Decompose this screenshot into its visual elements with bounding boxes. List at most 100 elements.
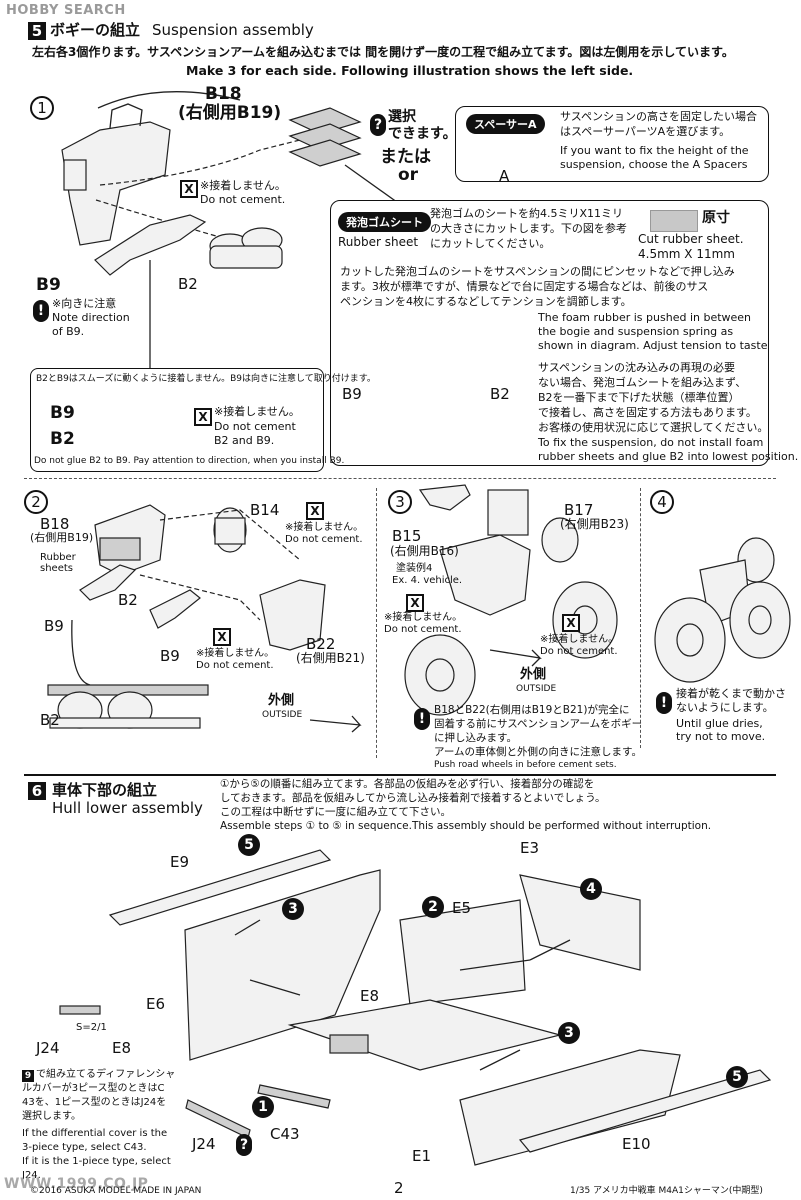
s3-label-b17: B17: [564, 501, 594, 519]
s3-no-cement-icon-2: X: [562, 614, 580, 632]
spacer-pill: スペーサーA: [466, 114, 545, 134]
s2-no-cement-jp: ※接着しません。: [285, 522, 364, 533]
actual-size-jp: 原寸: [702, 210, 730, 226]
s2-label-b18-right: (右側用B19): [30, 531, 94, 544]
label-e10: E10: [622, 1135, 651, 1153]
no-cement-icon-lower: X: [194, 408, 212, 426]
diff-note-jp-3: 43を、1ピース型のときはJ24を: [22, 1097, 167, 1108]
select-jp-2: できます。: [388, 126, 457, 142]
label-e6: E6: [146, 995, 166, 1013]
watermark-top: HOBBY SEARCH: [6, 3, 126, 18]
substep-2-illustration: [47, 504, 362, 733]
spacer-en-2: suspension, choose the A Spacers: [560, 158, 748, 171]
hull-e8-hatch: [329, 1034, 369, 1054]
fix-en-1: To fix the suspension, do not install fo…: [538, 436, 764, 449]
no-cement-en-1: Do not cement.: [200, 193, 286, 206]
s2-arm-b9: [79, 564, 137, 601]
s4-note-en-2: try not to move.: [676, 730, 766, 743]
rubber-para-jp-1: カットした発泡ゴムのシートをサスペンションの間にピンセットなどで押し込み: [340, 265, 735, 278]
fix-jp-5: お客様の使用状況に応じて選択してください。: [538, 421, 769, 434]
inner-label-b9: B9: [342, 385, 362, 403]
fix-jp-4: で接着し、高さを固定する方法もあります。: [538, 406, 757, 419]
fix-jp-1: サスペンションの沈み込みの再現の必要: [538, 361, 736, 374]
arrow-4: [529, 939, 571, 961]
note-direction-en-1: Note direction: [52, 311, 130, 324]
substep-3-illustration: [404, 484, 618, 716]
s2-label-b22: B22: [306, 635, 336, 653]
hull-part-c43: [257, 1084, 331, 1109]
s3-label-b15-right: (右側用B16): [390, 544, 459, 558]
step6-intro-en: Assemble steps ① to ⑤ in sequence.This a…: [220, 820, 712, 832]
s3-no-cement2-jp: ※接着しません。: [540, 634, 619, 645]
s3-paint-en: Ex. 4. vehicle.: [392, 575, 463, 586]
s3-no-cement-en: Do not cement.: [384, 624, 462, 635]
s3-note-jp-4: アームの車体側と外側の向きに注意します。: [434, 746, 643, 758]
hull-part-e1: [459, 1049, 681, 1166]
s3-paint-jp: 塗装例4: [396, 563, 433, 574]
s3-no-cement2-en: Do not cement.: [540, 646, 618, 657]
s2-label-b9: B9: [44, 617, 64, 635]
s4-road-wheel-left-hub: [676, 623, 704, 657]
s2-rubber-2: sheets: [40, 563, 73, 574]
s2-no-cement-en: Do not cement.: [285, 534, 363, 545]
watermark-bottom: WWW.1999.CO.JP: [4, 1176, 149, 1192]
diff-note-jp-4: 選択します。: [22, 1111, 81, 1122]
step6-mark-3b: 3: [558, 1022, 580, 1044]
rubber-para-en-3: shown in diagram. Adjust tension to tast…: [538, 339, 768, 352]
s3-part-b17: [487, 489, 529, 536]
substep-3-marker: 3: [388, 490, 412, 514]
s2-label-b2: B2: [118, 591, 138, 609]
label-b2: B2: [178, 275, 198, 293]
hull-part-e6: [184, 869, 381, 1061]
s3-note-jp-1: B18とB22(右側用はB19とB21)が完全に: [434, 704, 630, 716]
arrow-3: [459, 959, 531, 971]
substep-2-marker: 2: [24, 490, 48, 514]
arrow-2: [249, 979, 301, 996]
s2-rubber-sheets: [99, 537, 141, 561]
rubber-sheet-1: [288, 107, 362, 135]
s4-note-jp-2: ないようにします。: [676, 701, 774, 714]
rubber-jp-2: の大きさにカットします。下の図を参考: [430, 222, 627, 235]
s3-road-wheel-left-hub: [425, 658, 455, 692]
step6-mark-1: 1: [252, 1096, 274, 1118]
cut-en-2: 4.5mm X 11mm: [638, 247, 735, 261]
s2-label-b9b: B9: [160, 647, 180, 665]
vertical-divider-1: [376, 488, 377, 758]
leader-b18: [97, 91, 241, 109]
substep-1-marker: 1: [30, 96, 54, 120]
step6-number: 6: [28, 782, 46, 800]
step5-title-en: Suspension assembly: [152, 21, 314, 39]
step5-number: 5: [28, 22, 46, 40]
fix-jp-2: ない場合、発泡ゴムシートを組み込まず、: [538, 376, 747, 389]
step6-mark-5a: 5: [238, 834, 260, 856]
s3-outside-en: OUTSIDE: [516, 684, 557, 694]
s2-label-b22-right: (右側用B21): [296, 651, 365, 665]
or-en: or: [398, 165, 419, 185]
actual-size-swatch: [650, 210, 698, 232]
hull-lower-illustration: [59, 849, 772, 1166]
s3-caution-icon: !: [414, 708, 430, 730]
step6-mark-5b: 5: [726, 1066, 748, 1088]
rubber-jp-3: にカットしてください。: [430, 237, 551, 250]
step6-mark-2: 2: [422, 896, 444, 918]
fix-en-2: rubber sheets and glue B2 into lowest po…: [538, 450, 799, 463]
fix-jp-3: B2を一番下まで下げた状態（標準位置）: [538, 391, 740, 404]
s2-no-cement-icon-2: X: [213, 628, 231, 646]
s3-outside-jp: 外側: [520, 667, 547, 682]
rubber-para-jp-2: ます。3枚が標準ですが、情景などで台に固定する場合などは、前後のサス: [340, 280, 709, 293]
s2-bottom-b2: B2: [40, 711, 60, 729]
diff-note-en-2: 3-piece type, select C43.: [22, 1142, 147, 1153]
no-cement-jp-1: ※接着しません。: [200, 179, 286, 192]
s2-label-b18: B18: [40, 515, 70, 533]
diff-note-en-1: If the differential cover is the: [22, 1128, 168, 1139]
rubber-para-en-2: the bogie and suspension spring as: [538, 325, 734, 338]
step6-mark-4: 4: [580, 878, 602, 900]
lower-label-b2: B2: [50, 429, 75, 449]
select-jp-1: 選択: [388, 109, 416, 125]
no-cement-icon-1: X: [180, 180, 198, 198]
s2-outside-arrow: [309, 715, 362, 733]
s4-note-en-1: Until glue dries,: [676, 717, 763, 730]
step6-title-en: Hull lower assembly: [52, 799, 203, 817]
vertical-divider-2: [640, 488, 641, 748]
lower-no-cement-jp: ※接着しません。: [214, 405, 300, 418]
